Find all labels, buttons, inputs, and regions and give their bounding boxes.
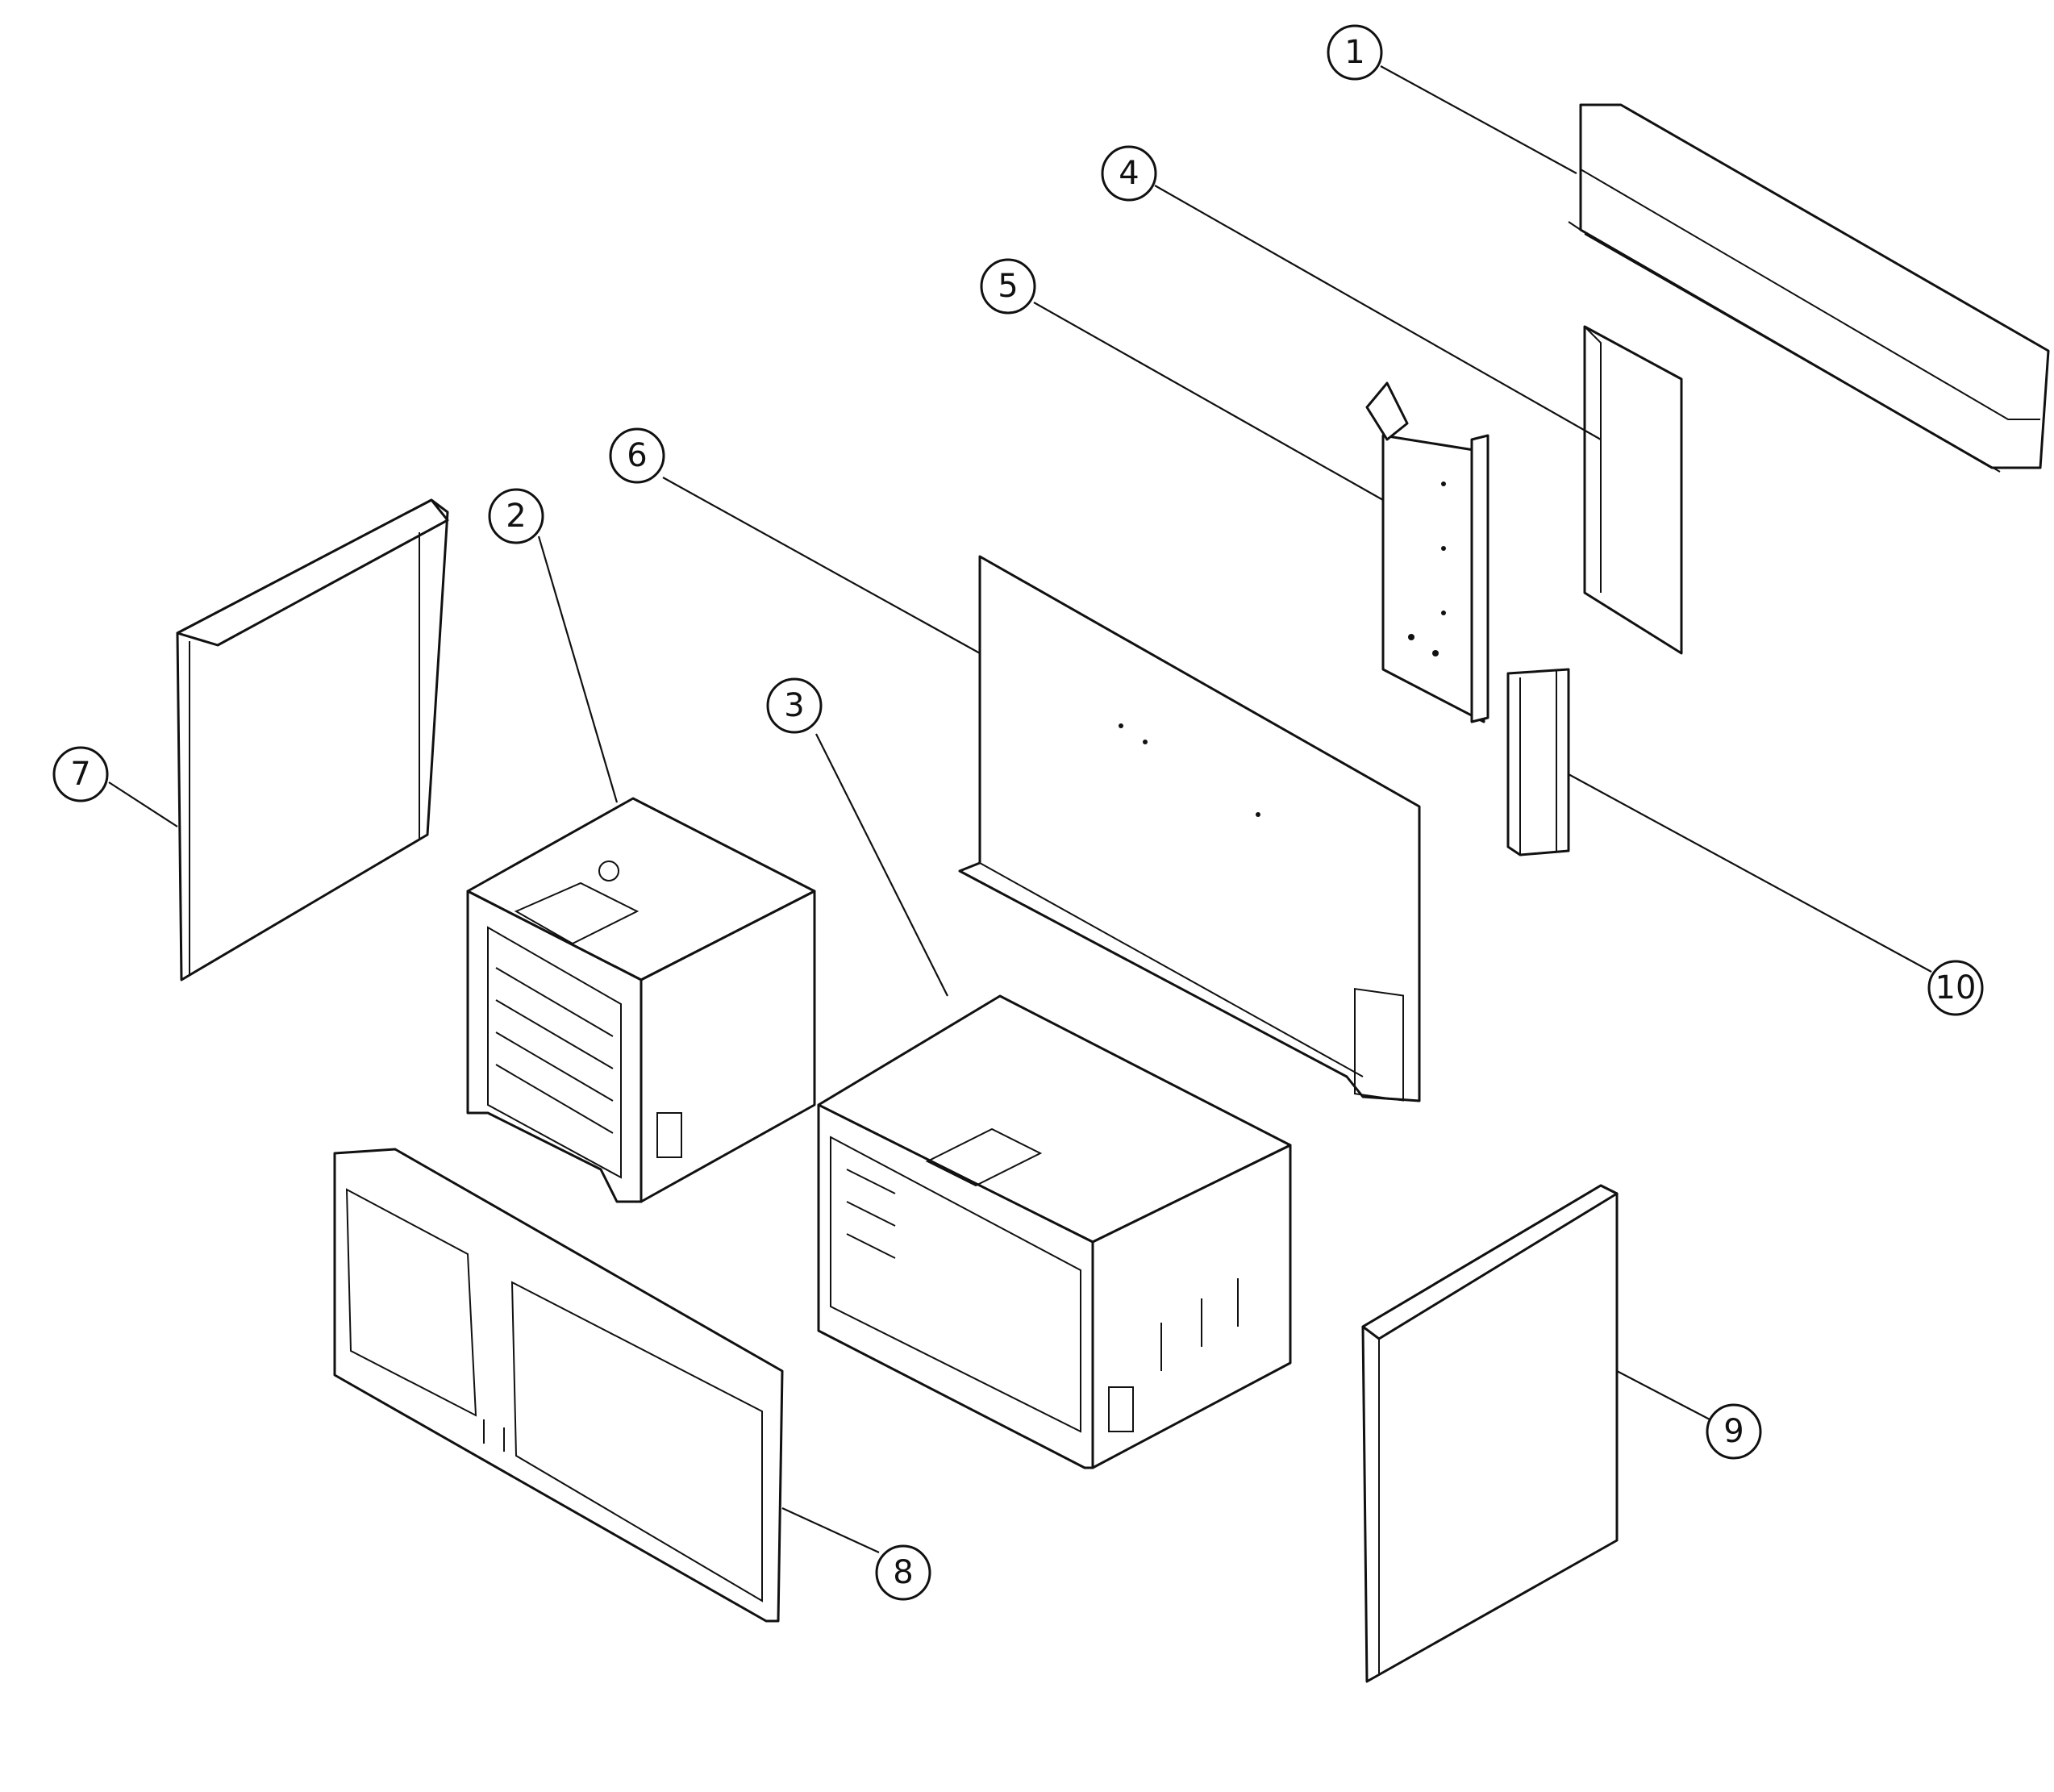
callout-3: 3 — [766, 677, 823, 734]
svg-text:2: 2 — [506, 498, 526, 535]
callout-1: 1 — [1327, 24, 1383, 81]
callout-10: 10 — [1927, 960, 1984, 1016]
part-9-right-side-panel — [1361, 1184, 1619, 1683]
part-5-side-bracket — [1365, 381, 1489, 723]
svg-text:6: 6 — [627, 437, 647, 474]
part-10-channel — [1506, 668, 1570, 856]
svg-text:10: 10 — [1935, 969, 1977, 1006]
svg-text:4: 4 — [1119, 155, 1139, 192]
svg-text:9: 9 — [1723, 1413, 1744, 1450]
part-1-top-trim — [1568, 103, 2050, 473]
svg-text:7: 7 — [70, 756, 90, 793]
callout-8: 8 — [875, 1544, 931, 1601]
part-8-door-frame — [333, 1148, 784, 1623]
callout-6: 6 — [609, 427, 665, 484]
part-4-rear-panel — [1583, 325, 1683, 655]
callout-7: 7 — [52, 746, 109, 802]
svg-text:8: 8 — [893, 1554, 913, 1591]
svg-text:5: 5 — [998, 268, 1018, 305]
leader-lines — [108, 65, 1932, 1553]
callout-9: 9 — [1706, 1403, 1762, 1460]
part-6-back-panel — [958, 555, 1421, 1102]
part-2-small-oven-cavity — [466, 797, 816, 1203]
svg-text:1: 1 — [1344, 34, 1364, 71]
callout-2: 2 — [488, 488, 544, 544]
part-3-large-oven-cavity — [817, 994, 1292, 1469]
callout-4: 4 — [1101, 145, 1157, 202]
callout-5: 5 — [980, 258, 1036, 315]
svg-text:3: 3 — [784, 687, 804, 724]
part-7-left-side-panel — [176, 498, 449, 981]
